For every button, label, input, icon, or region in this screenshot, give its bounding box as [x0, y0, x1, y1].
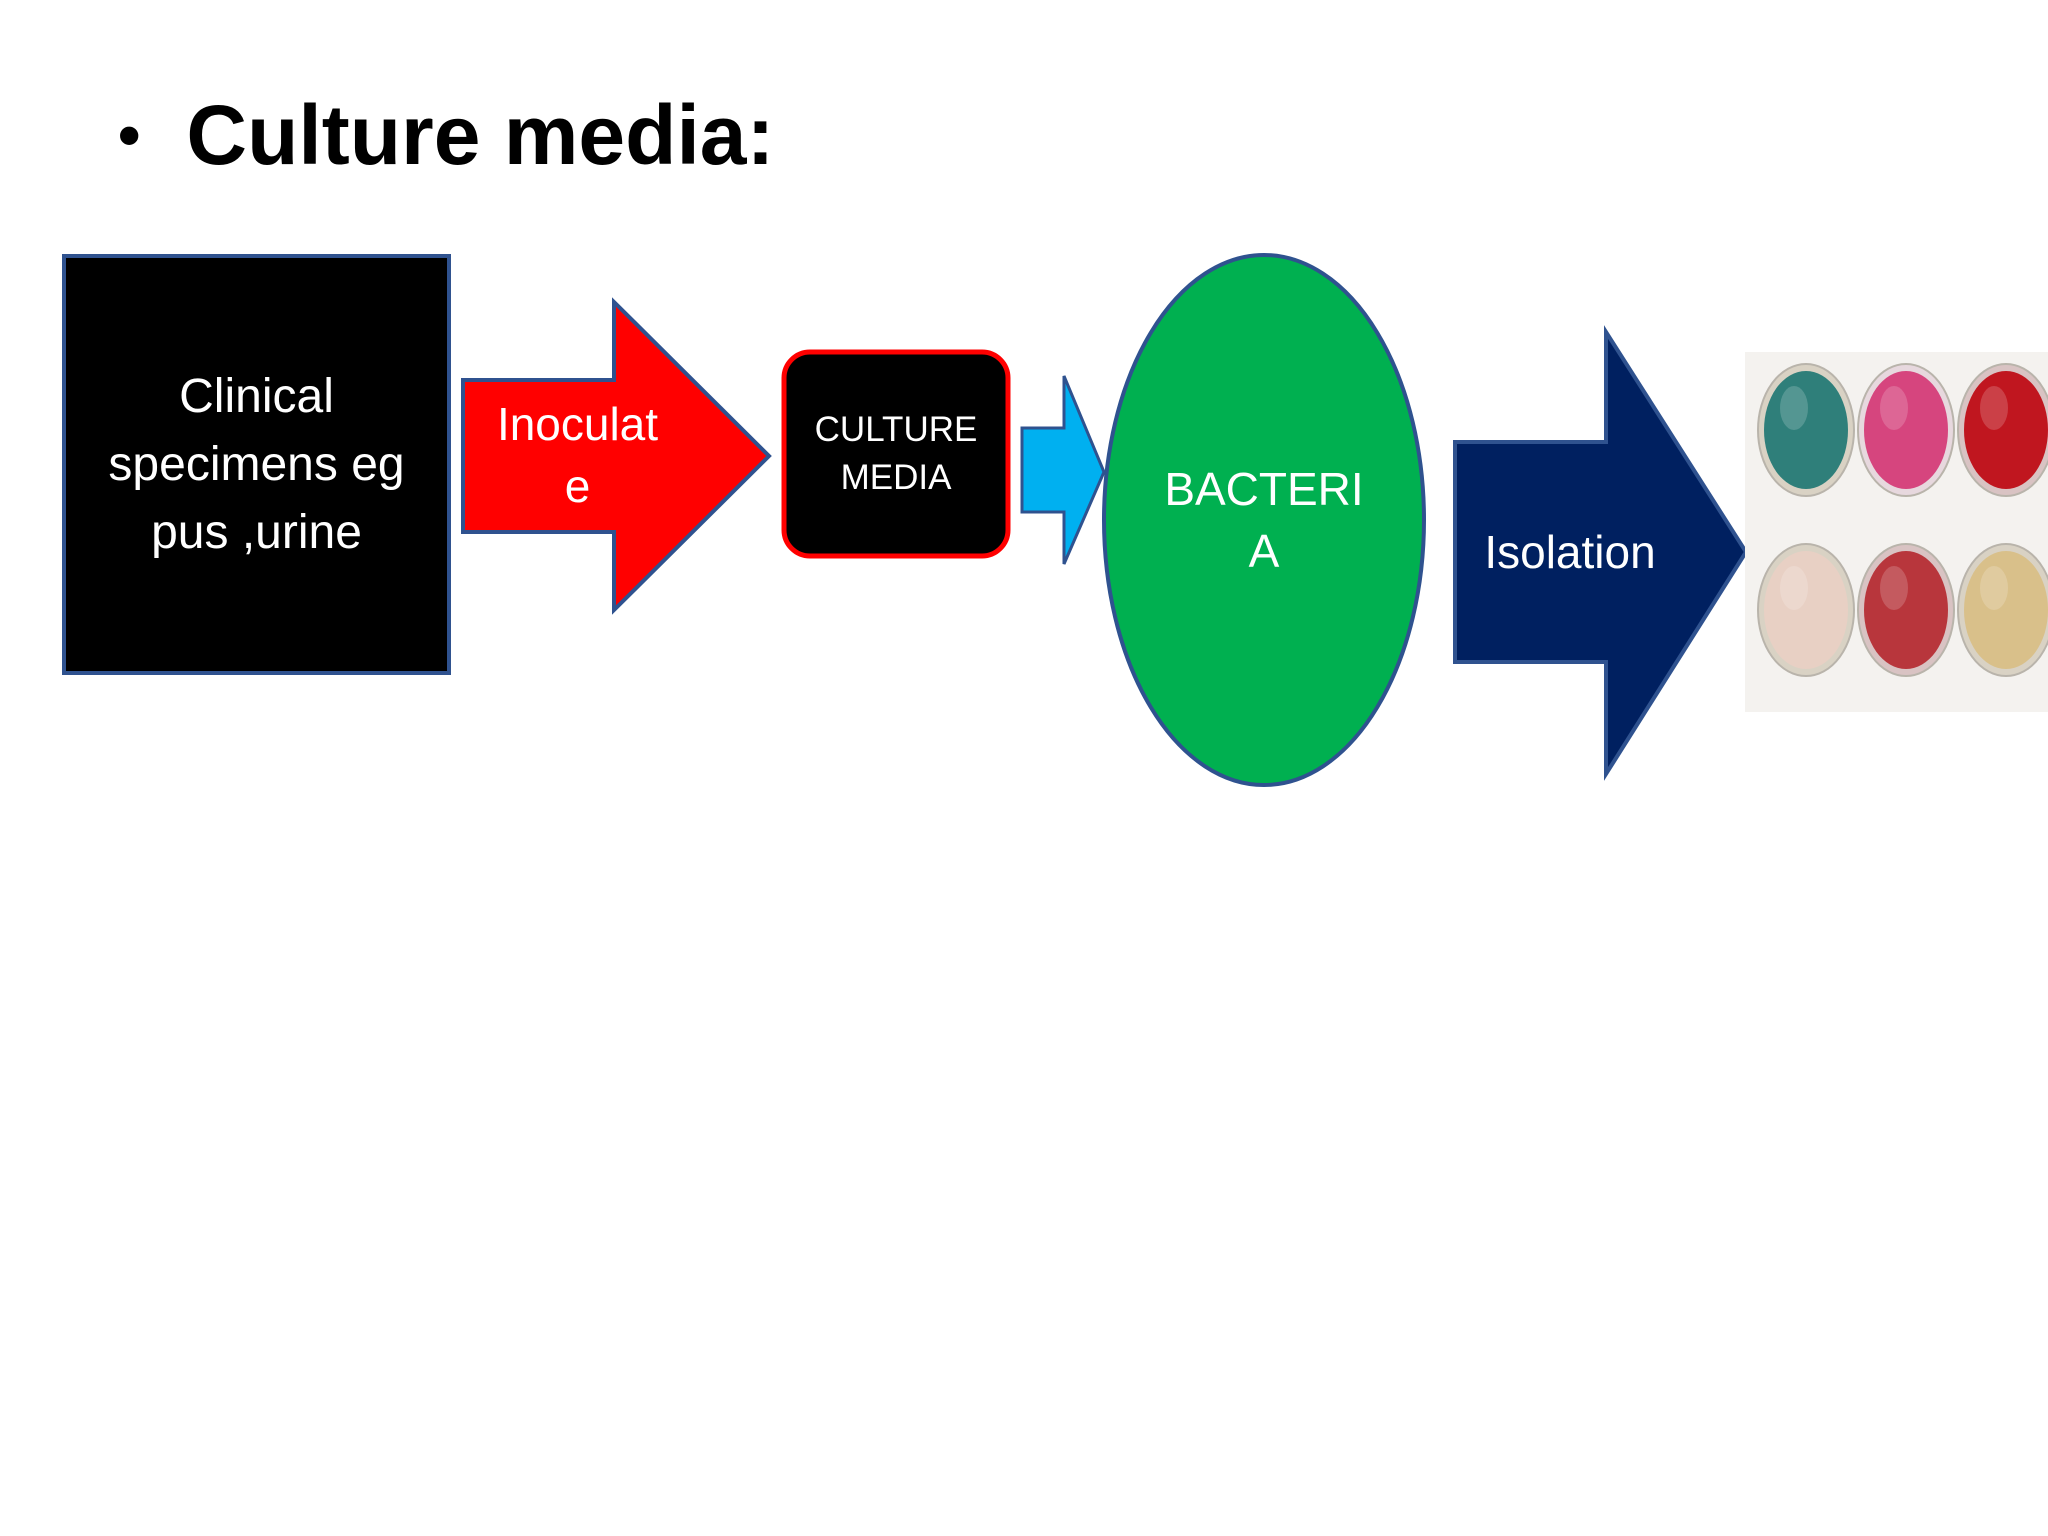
title-text: Culture media:: [186, 87, 775, 182]
petri-dish: [1957, 543, 2048, 677]
bacteria-oval: [1102, 253, 1426, 787]
culture-media-box: [781, 349, 1011, 559]
petri-dishes-image: [1745, 352, 2048, 712]
title-bullet: •: [118, 99, 141, 171]
petri-dish: [1757, 363, 1855, 497]
petri-dish: [1857, 363, 1955, 497]
slide-title: • Culture media:: [118, 80, 775, 190]
culture-media-label: CULTURE MEDIA: [814, 410, 978, 497]
isolation-label: Isolation: [1484, 526, 1656, 578]
petri-dish: [1757, 543, 1855, 677]
inoculate-label: Inoculat e: [496, 398, 659, 512]
petri-dish: [1957, 363, 2048, 497]
specimens-label: Clinical specimens eg pus ,urine: [108, 369, 405, 559]
bacteria-label: BACTERI A: [1164, 463, 1364, 577]
isolation-arrow: [1453, 325, 1749, 781]
inoculate-arrow: [461, 297, 772, 615]
small-arrow: [1020, 375, 1106, 565]
specimens-box: [62, 254, 451, 675]
petri-dish: [1857, 543, 1955, 677]
